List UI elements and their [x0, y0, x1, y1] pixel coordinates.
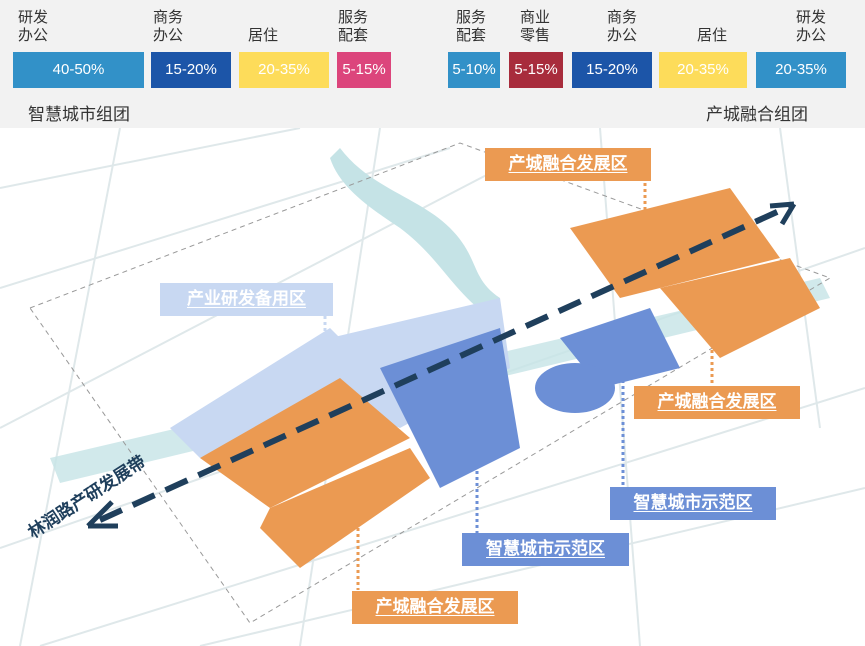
block-smart-city	[535, 363, 615, 413]
block-industry-city	[200, 378, 410, 508]
block-industry-city	[570, 188, 780, 298]
district-map	[0, 128, 865, 646]
zone-label: 智慧城市示范区	[610, 487, 776, 520]
block-rd-reserve	[170, 328, 360, 458]
legend-bar: 5-10%	[448, 52, 500, 88]
arrow-right-icon	[769, 201, 797, 226]
legend-bar: 5-15%	[337, 52, 391, 88]
zone-label: 产城融合发展区	[485, 148, 651, 181]
legend-label: 服务配套	[456, 8, 487, 44]
zone-label: 产城融合发展区	[352, 591, 518, 624]
group-title-right: 产城融合组团	[706, 105, 808, 125]
legend-bar: 15-20%	[151, 52, 231, 88]
legend-bar: 20-35%	[239, 52, 329, 88]
legend-label: 居住	[248, 26, 279, 44]
legend-bar: 20-35%	[659, 52, 747, 88]
legend-label: 研发办公	[796, 8, 827, 44]
legend-label: 商务办公	[607, 8, 638, 44]
block-smart-city	[380, 328, 520, 488]
legend-bar: 20-35%	[756, 52, 846, 88]
legend-label: 研发办公	[18, 8, 49, 44]
block-industry-city	[260, 448, 430, 568]
boundary-line	[29, 142, 832, 624]
legend-label: 商务办公	[153, 8, 184, 44]
legend-bar: 15-20%	[572, 52, 652, 88]
zone-label: 智慧城市示范区	[462, 533, 629, 566]
legend-bar: 5-15%	[509, 52, 563, 88]
leader-lines	[323, 183, 714, 590]
legend-label: 服务配套	[338, 8, 369, 44]
zone-label: 产城融合发展区	[634, 386, 800, 419]
legend-label: 居住	[697, 26, 728, 44]
block-industry-city	[660, 258, 820, 358]
legend-label: 商业零售	[520, 8, 551, 44]
arrow-left-icon	[86, 500, 118, 529]
zone-label: 产业研发备用区	[160, 283, 333, 316]
group-title-left: 智慧城市组团	[28, 105, 130, 125]
river	[330, 148, 500, 318]
development-belt-line	[98, 203, 792, 523]
legend-bar: 40-50%	[13, 52, 144, 88]
